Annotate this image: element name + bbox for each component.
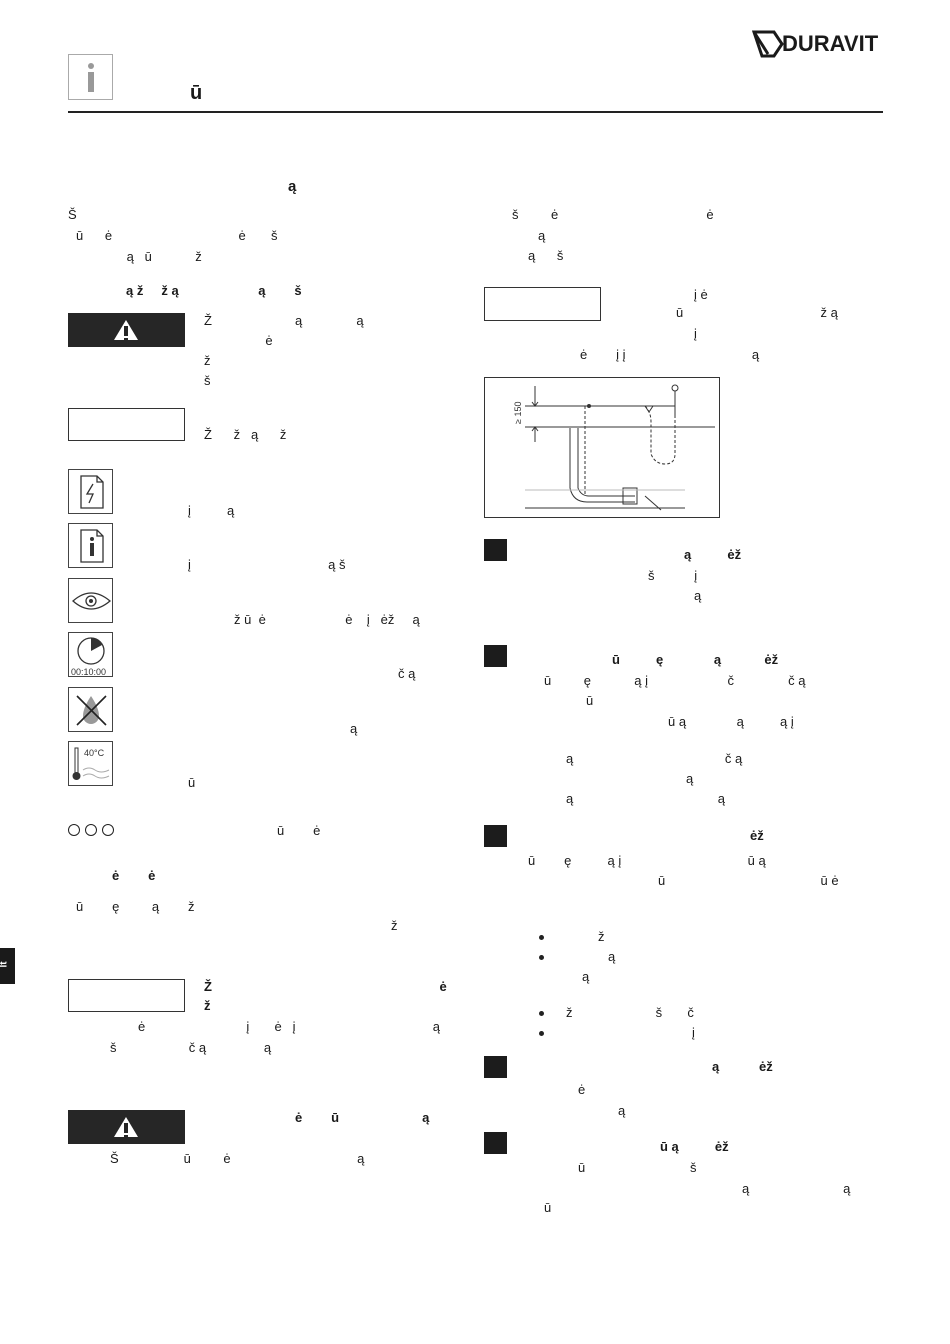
step2-line-6: ą ą <box>566 791 725 806</box>
warning-label <box>68 313 185 347</box>
step1-line-2: ą <box>694 588 702 603</box>
bullet-text-5: į <box>692 1025 695 1040</box>
safety-heading: ą ž ž ą ą š <box>126 283 302 298</box>
language-tab[interactable]: lt <box>0 948 15 984</box>
step2-line-5: ą <box>686 771 694 786</box>
clock-label: 00:10:00 <box>71 667 106 677</box>
icon-text-2: į ą š <box>188 557 346 572</box>
bullet-text-1: ž <box>598 929 605 944</box>
no-water-icon <box>68 687 113 732</box>
intro-line-1: Š <box>68 207 77 222</box>
note2-line-1: ė į ė į ą <box>138 1019 440 1034</box>
step-marker-1 <box>484 539 507 561</box>
intro-line-2: ū ė ė š <box>76 228 278 243</box>
header-divider <box>68 111 883 113</box>
warning2-heading: ė ū ą <box>295 1110 430 1125</box>
warning-line-3: ž <box>204 353 211 368</box>
bullet <box>539 955 544 960</box>
right-note-line-3: į <box>694 326 697 341</box>
icon-text-6: ū <box>188 775 196 790</box>
step-marker-3 <box>484 825 507 847</box>
step5-heading: ū ą ėž <box>660 1139 729 1154</box>
right-note-line-1: į ė <box>694 287 708 302</box>
info-document-icon <box>68 523 113 568</box>
step4-line-2: ą <box>618 1103 626 1118</box>
info-header-icon <box>68 54 113 100</box>
step1-heading: ą ėž <box>684 547 742 562</box>
circle-marker <box>102 824 114 836</box>
page-title: ū <box>190 82 203 104</box>
brand-logo-text: DURAVIT <box>782 31 879 56</box>
diagram-dimension-label: ≥ 150 <box>513 402 523 424</box>
step-marker-5 <box>484 1132 507 1154</box>
step2-line-4: ą č ą <box>566 751 743 766</box>
note2-line-2: š č ą ą <box>110 1040 272 1055</box>
bullet <box>539 1031 544 1036</box>
bullet-text-2: ą <box>608 949 616 964</box>
note2-label-box <box>68 979 185 1012</box>
step2-heading: ū ę ą ėž <box>612 652 779 667</box>
right-note-line-2: ū ž ą <box>676 305 838 320</box>
step3-heading: ėž <box>750 828 764 843</box>
right-intro-line-3: ą š <box>528 248 564 263</box>
step4-heading: ą ėž <box>712 1059 773 1074</box>
bullet-text-4: ž š č <box>566 1005 694 1020</box>
warning-line-4: š <box>204 373 211 388</box>
clock-icon: 00:10:00 <box>68 632 113 677</box>
step2-line-2: ū <box>586 693 594 708</box>
step3-line-1: ū ę ą į ū ą <box>528 853 766 868</box>
icon-text-5: ą <box>350 721 358 736</box>
step2-line-1: ū ę ą į č č ą <box>544 673 806 688</box>
step5-line-1: ū š <box>578 1160 697 1175</box>
right-intro-line-1: š ė ė <box>512 207 714 222</box>
note2-heading-2: ž <box>204 998 211 1013</box>
note-text: Ž ž ą ž <box>204 427 287 442</box>
circle-marker <box>85 824 97 836</box>
brand-logo: DURAVIT <box>752 30 879 58</box>
step2-line-3: ū ą ą ą į <box>668 714 794 729</box>
right-note-line-4: ė į į ą <box>580 347 760 362</box>
bullet <box>539 935 544 940</box>
right-intro-line-2: ą <box>538 228 546 243</box>
warning2-line: Š ū ė ą <box>110 1151 365 1166</box>
step-marker-2 <box>484 645 507 667</box>
circle-marker <box>68 824 80 836</box>
circles-text: ū ė <box>277 823 321 838</box>
warning-line-2: ė <box>204 333 273 348</box>
intro-line-3: ą ū ž <box>76 249 202 264</box>
icon-text-3: ž ū ė ė į ėž ą <box>234 612 420 627</box>
step3-line-2: ū ū ė <box>658 873 839 888</box>
step1-line-1: š į <box>648 568 698 583</box>
step4-line-1: ė <box>578 1082 586 1097</box>
eye-icon <box>68 578 113 623</box>
right-note-box <box>484 287 601 321</box>
installation-diagram: ≥ 150 <box>484 377 720 518</box>
para2-line-2: ž <box>391 918 398 933</box>
thermometer-icon: 40°C <box>68 741 113 786</box>
thermo-label: 40°C <box>84 748 105 758</box>
step-marker-4 <box>484 1056 507 1078</box>
note-label-box <box>68 408 185 441</box>
icon-text-4: č ą <box>398 666 416 681</box>
warning-line-1: Ž ą ą <box>204 313 364 328</box>
para2-line-1: ū ę ą ž <box>76 899 195 914</box>
bullet-text-3: ą <box>582 969 590 984</box>
step5-line-3: ū <box>544 1200 552 1215</box>
warning-label-2 <box>68 1110 185 1144</box>
document-icon <box>68 469 113 514</box>
bullet <box>539 1011 544 1016</box>
heading-2: ė ė <box>112 868 156 883</box>
step5-line-2: ą ą <box>742 1181 851 1196</box>
icon-text-1: į ą <box>188 503 235 518</box>
note2-heading-1: Ž ė <box>204 979 447 994</box>
section-heading: ą <box>288 178 297 195</box>
